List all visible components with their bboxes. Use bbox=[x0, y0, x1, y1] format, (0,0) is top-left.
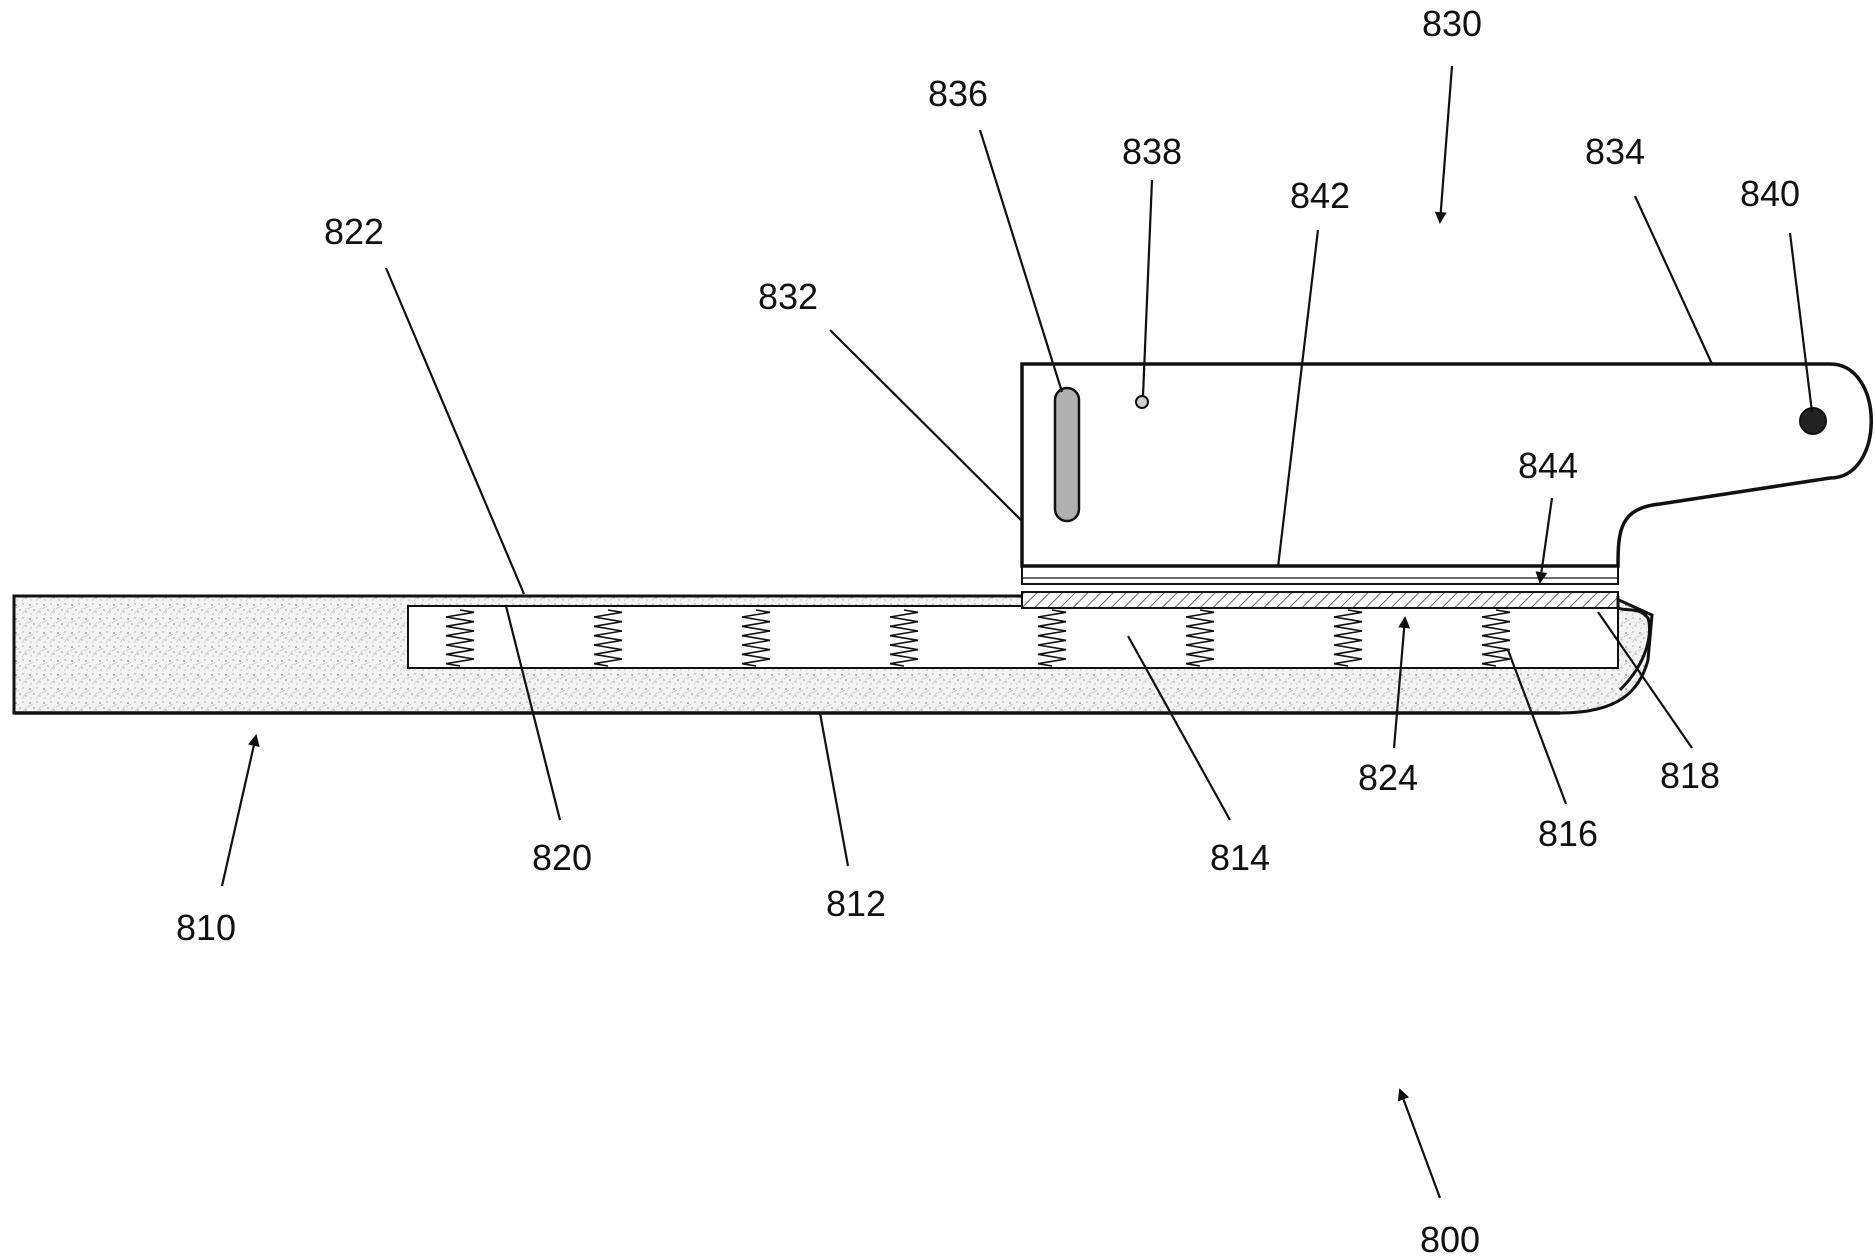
label-842: 842 bbox=[1290, 175, 1350, 216]
thin-layer bbox=[1022, 566, 1618, 584]
arrow-800 bbox=[1400, 1090, 1440, 1198]
label-830: 830 bbox=[1422, 3, 1482, 44]
label-800: 800 bbox=[1420, 1219, 1480, 1260]
label-810: 810 bbox=[176, 907, 236, 948]
label-844: 844 bbox=[1518, 445, 1578, 486]
pivot-840 bbox=[1800, 408, 1826, 434]
label-816: 816 bbox=[1538, 813, 1598, 854]
label-838: 838 bbox=[1122, 131, 1182, 172]
label-840: 840 bbox=[1740, 173, 1800, 214]
label-834: 834 bbox=[1585, 131, 1645, 172]
slot-836 bbox=[1055, 388, 1079, 521]
leader-832 bbox=[830, 330, 1022, 521]
leader-834 bbox=[1635, 196, 1712, 364]
arrow-810 bbox=[222, 736, 256, 886]
label-812: 812 bbox=[826, 883, 886, 924]
label-832: 832 bbox=[758, 276, 818, 317]
label-818: 818 bbox=[1660, 755, 1720, 796]
arrow-830 bbox=[1440, 66, 1452, 222]
label-820: 820 bbox=[532, 837, 592, 878]
handle-body bbox=[1022, 364, 1871, 566]
label-822: 822 bbox=[324, 211, 384, 252]
leader-836 bbox=[980, 130, 1062, 392]
label-836: 836 bbox=[928, 73, 988, 114]
hatched-strip bbox=[1022, 592, 1618, 608]
label-814: 814 bbox=[1210, 837, 1270, 878]
label-824: 824 bbox=[1358, 757, 1418, 798]
hole-838 bbox=[1136, 396, 1148, 408]
spring-cavity bbox=[408, 606, 1618, 668]
leader-822 bbox=[386, 268, 524, 594]
leader-812 bbox=[820, 713, 848, 866]
